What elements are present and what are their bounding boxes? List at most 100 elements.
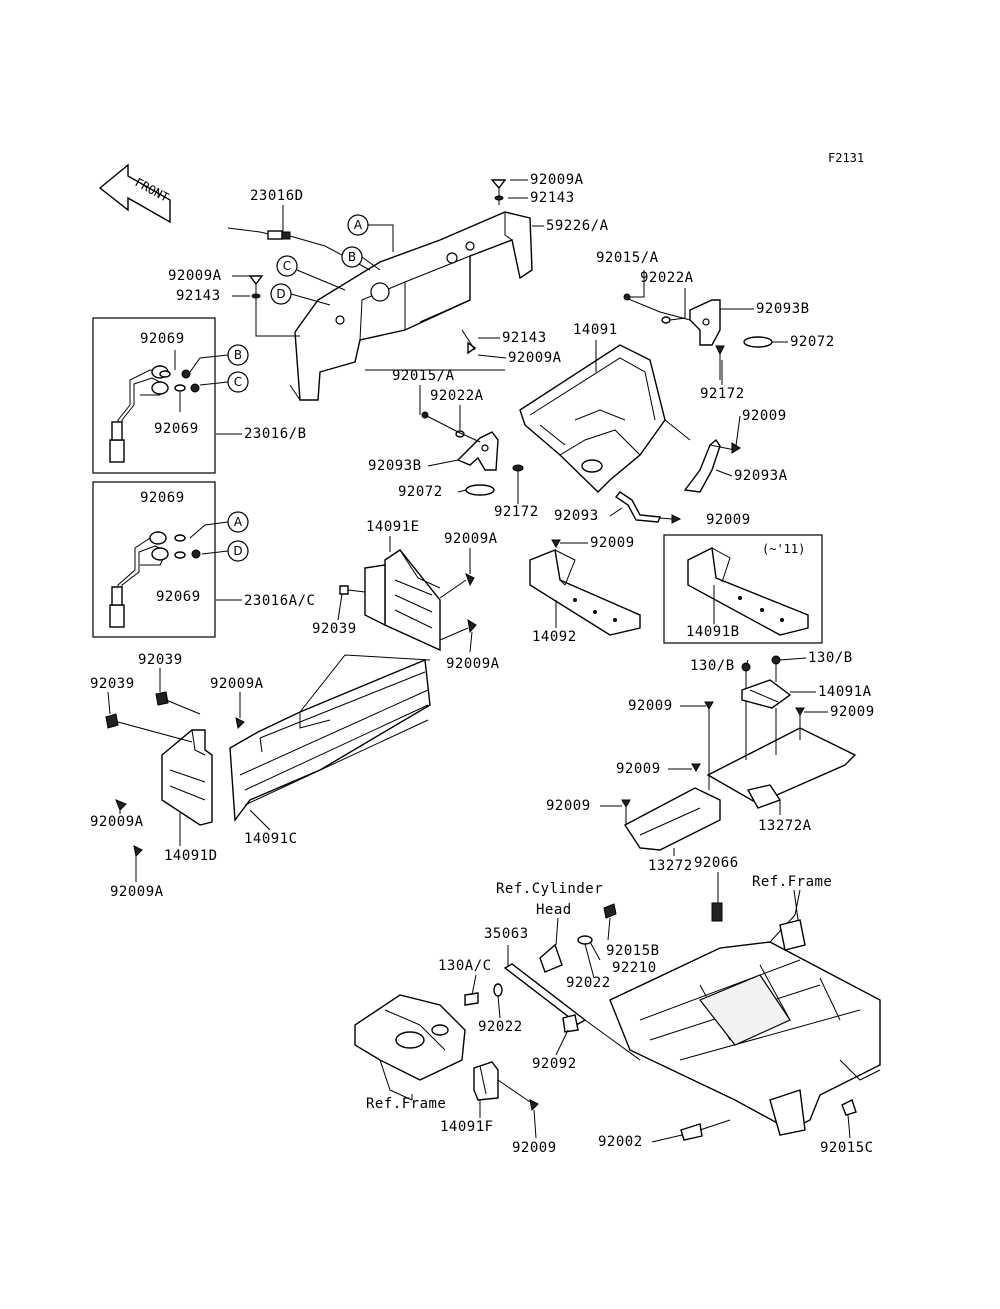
callout: 13272A: [758, 818, 812, 834]
tray-14091: [519, 344, 666, 493]
figure-code: F2131: [828, 151, 864, 165]
callout: 92072: [790, 334, 835, 350]
callout: 92022A: [640, 270, 694, 286]
svg-text:B: B: [234, 348, 242, 362]
callout: 92009A: [210, 676, 264, 692]
bracket-92093b-left: [421, 411, 524, 500]
stay-92093a: [664, 419, 736, 493]
callout: 92069: [156, 589, 201, 605]
callout: 14091E: [366, 519, 420, 535]
callout: 92009A: [508, 350, 562, 366]
marker-b-top: B: [341, 246, 381, 271]
callout: 23016A/C: [244, 593, 315, 609]
callout: 92009: [512, 1140, 557, 1156]
panel-14091c: [229, 654, 431, 822]
inset-box-14091b: [663, 534, 823, 644]
bolt-icon: [490, 179, 507, 205]
marker-b-inset: B: [189, 344, 249, 373]
callout: 14091C: [244, 831, 298, 847]
callout: 14091B: [686, 624, 740, 640]
callout: 92069: [140, 490, 185, 506]
callout: 92143: [176, 288, 221, 304]
callout: 92022: [566, 975, 611, 991]
callout: 14091: [573, 322, 618, 338]
callout: 130/B: [690, 658, 735, 674]
callout: 92069: [140, 331, 185, 347]
bolt-icon: [248, 275, 300, 337]
stay-92093: [614, 491, 682, 524]
callout: 92039: [312, 621, 357, 637]
panel-14091d: [105, 691, 245, 858]
callout: 92015C: [820, 1140, 874, 1156]
marker-c-top: C: [276, 255, 346, 291]
callout: 92009: [706, 512, 751, 528]
bracket-14091a: [741, 655, 792, 709]
callout: 92002: [598, 1134, 643, 1150]
plate-13272a: [691, 700, 857, 809]
callout: 92009: [546, 798, 591, 814]
callout: 92009A: [90, 814, 144, 830]
callout: 14091A: [818, 684, 872, 700]
callout: 92210: [612, 960, 657, 976]
callout: 92009A: [110, 884, 164, 900]
callout: 92172: [494, 504, 539, 520]
svg-text:C: C: [283, 259, 291, 273]
callout: 92066: [694, 855, 739, 871]
callout: 92009A: [446, 656, 500, 672]
callout: 92039: [90, 676, 135, 692]
callout: 92015/A: [392, 368, 455, 384]
callout: 92022A: [430, 388, 484, 404]
callout: 92009A: [530, 172, 584, 188]
clamp-92072-left: [465, 484, 495, 496]
inset-note: (~'11): [762, 542, 805, 556]
block-92066: [711, 902, 723, 922]
callout: 92015/A: [596, 250, 659, 266]
marker-d-top: D: [270, 283, 331, 306]
callout: 92022: [478, 1019, 523, 1035]
bracket-92093b-right: [623, 293, 725, 380]
callout: 92092: [532, 1056, 577, 1072]
callout: 14091F: [440, 1119, 494, 1135]
callout: 92143: [530, 190, 575, 206]
callout: 23016D: [250, 188, 304, 204]
callout: 92093A: [734, 468, 788, 484]
callout: 92093B: [756, 301, 810, 317]
callout: 92009A: [444, 531, 498, 547]
svg-text:C: C: [234, 375, 242, 389]
callout: Ref.Frame: [752, 874, 832, 890]
callout: 92009A: [168, 268, 222, 284]
callout: 92039: [138, 652, 183, 668]
callout: 130/B: [808, 650, 853, 666]
callout: 35063: [484, 926, 529, 942]
leader-lines: [107, 179, 851, 1143]
callout: 92069: [154, 421, 199, 437]
clamp-92072-right: [743, 336, 773, 348]
inset-box-23016ac: [92, 481, 216, 638]
callout: 92009: [628, 698, 673, 714]
svg-text:D: D: [276, 287, 285, 301]
svg-text:D: D: [233, 544, 242, 558]
callout: 130A/C: [438, 958, 492, 974]
panel-14091e: [339, 549, 477, 652]
callout: 92009: [742, 408, 787, 424]
svg-text:B: B: [348, 250, 356, 264]
callout: 92093B: [368, 458, 422, 474]
callout: 92015B: [606, 943, 660, 959]
callout: 92172: [700, 386, 745, 402]
marker-d-inset: D: [201, 540, 249, 562]
callout: 92009: [590, 535, 635, 551]
callout: 92009: [616, 761, 661, 777]
marker-a-top: A: [347, 214, 394, 252]
callout: 92143: [502, 330, 547, 346]
plate-14091b: [687, 546, 809, 636]
plate-14092: [529, 539, 641, 636]
callout: 14092: [532, 629, 577, 645]
callout: 23016/B: [244, 426, 307, 442]
marker-a-inset: A: [189, 511, 249, 539]
callout: Ref.Frame: [366, 1096, 446, 1112]
frame-ref-left: [354, 994, 466, 1101]
bolt-icon: [461, 329, 477, 355]
callout: 92093: [554, 508, 599, 524]
svg-text:A: A: [354, 218, 363, 232]
shaft-assembly: [464, 903, 857, 1141]
